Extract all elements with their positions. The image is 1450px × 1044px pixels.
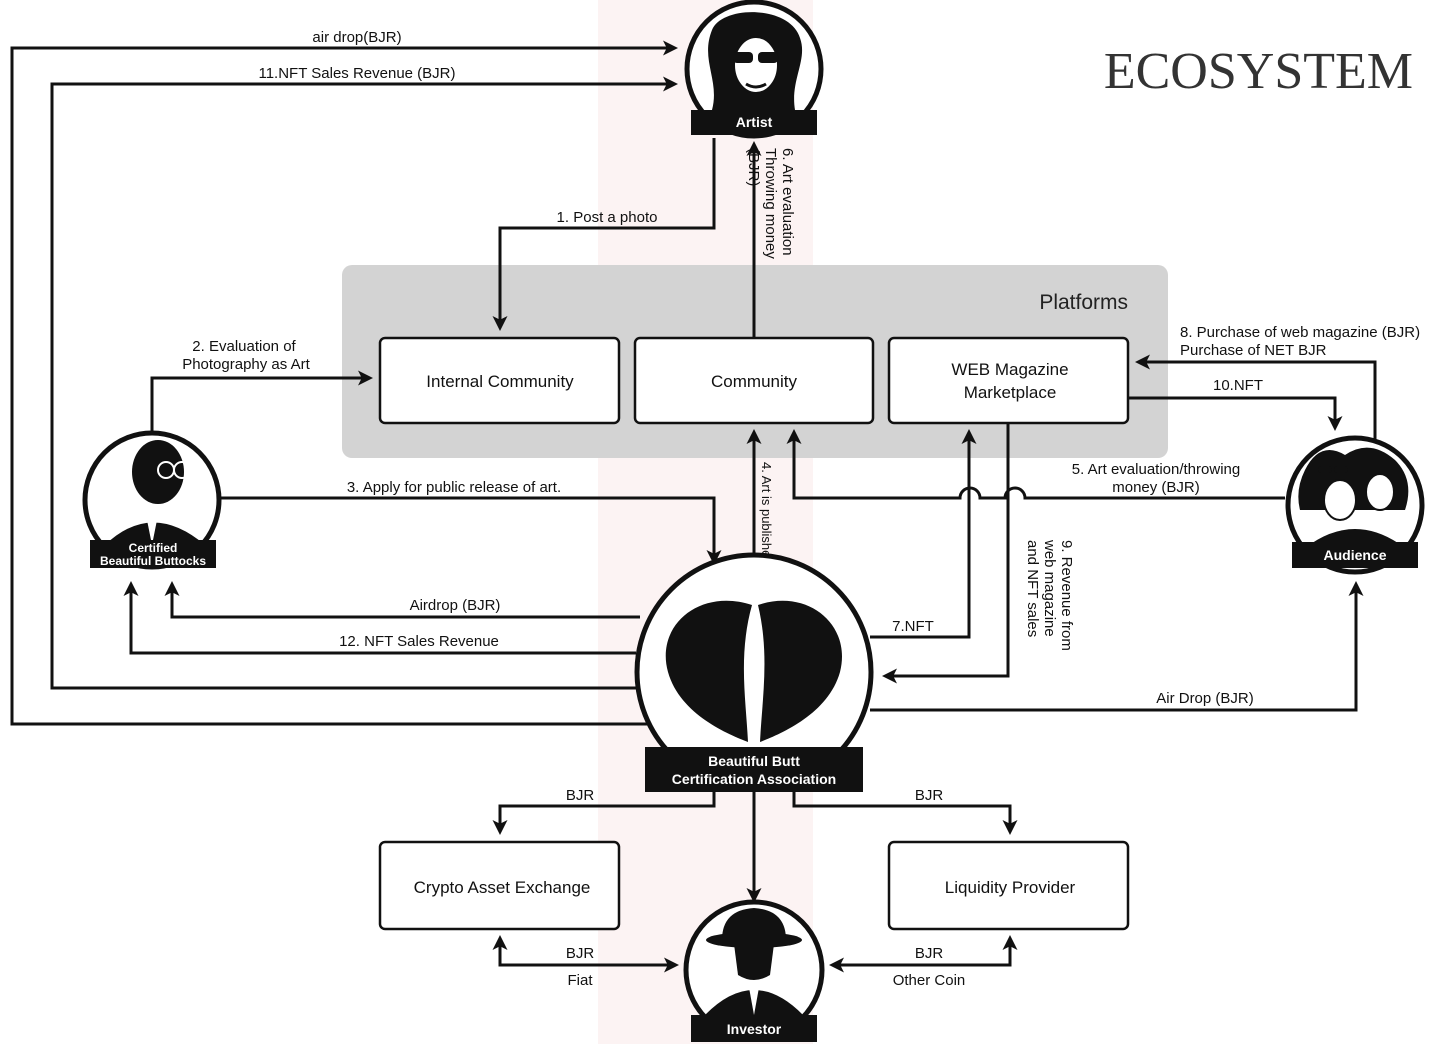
artist-tag (691, 110, 817, 135)
flow-art-eval-line3: (BJR) (745, 148, 762, 186)
certified-tag (90, 540, 216, 568)
artist-portrait-icon (708, 12, 803, 128)
certified-tag-line2: Beautiful Buttocks (100, 554, 206, 568)
investor-tag (691, 1015, 817, 1042)
association-node: Beautiful Butt Certification Association (634, 552, 874, 792)
flow-post-photo (492, 138, 716, 331)
flow-audience-community (786, 429, 1285, 500)
flow-revenue-line3: and NFT sales (1024, 540, 1041, 637)
fedora-man-icon (705, 908, 803, 1020)
flow-art-published-text: 4. Art is published (759, 462, 774, 565)
crypto-exchange-box (378, 840, 621, 931)
flow-apply-release (220, 496, 722, 565)
flow-liquidity-investor (829, 935, 1018, 973)
flow-nft-revenue-artist-label: 11.NFT Sales Revenue (BJR) (258, 65, 455, 82)
flow-apply-release-label: 3. Apply for public release of art. (347, 479, 561, 496)
liquidity-provider-box (887, 840, 1130, 931)
platforms-label: Platforms (1039, 291, 1128, 314)
certified-node: Certified Beautiful Buttocks (82, 430, 222, 570)
association-tag (645, 747, 863, 792)
butt-heart-logo-icon (665, 600, 842, 742)
flow-nft7-label: 7.NFT (892, 618, 934, 635)
flow-airdrop-artist (10, 40, 678, 726)
crypto-exchange-label: Crypto Asset Exchange (414, 878, 591, 897)
flow-airdrop-audience (870, 581, 1364, 712)
liquidity-provider-label: Liquidity Provider (945, 878, 1076, 897)
flow-nft-audience (1128, 396, 1343, 431)
flow-art-published-label: 4. Art is published (759, 462, 774, 565)
flow-audience-eval-line2: money (BJR) (1112, 479, 1200, 496)
flow-purchase-line2: Purchase of NET BJR (1180, 342, 1327, 359)
flow-revenue-line2: web magazine (1041, 539, 1058, 637)
flow-nft-revenue-artist (50, 76, 678, 690)
investor-tag-label: Investor (727, 1021, 782, 1037)
association-tag-line1: Beautiful Butt (708, 753, 800, 769)
flow-art-eval-label: 6. Art evaluation Throwing money (BJR) (745, 148, 796, 259)
flow-bjr-exchange-down (492, 792, 716, 835)
artist-tag-label: Artist (736, 114, 773, 130)
flow-art-eval-line1: 6. Art evaluation (779, 148, 796, 256)
flow-bjr-liquidity-down (792, 792, 1018, 835)
flow-eval-photography-line2: Photography as Art (182, 356, 310, 373)
investor-node: Investor (683, 899, 825, 1042)
web-magazine-label-line1: WEB Magazine (951, 360, 1068, 379)
community-label: Community (711, 372, 797, 391)
web-magazine-box (887, 336, 1130, 425)
flow-art-eval-line2: Throwing money (762, 148, 779, 259)
flow-airdrop-audience-label: Air Drop (BJR) (1156, 690, 1254, 707)
flow-nft7 (870, 429, 977, 639)
internal-community-box (378, 336, 621, 425)
flow-bjr-left-label: BJR (566, 787, 595, 804)
flow-purchase-line1: 8. Purchase of web magazine (BJR) (1180, 324, 1420, 341)
flow-bjr-liquidity-label: BJR (915, 945, 944, 962)
flow-post-photo-label: 1. Post a photo (557, 209, 658, 226)
association-tag-line2: Certification Association (672, 771, 836, 787)
flow-nft-revenue-certified (123, 581, 636, 655)
page-title: ECOSYSTEM (1104, 43, 1413, 100)
web-magazine-label-line2: Marketplace (964, 383, 1057, 402)
audience-tag-label: Audience (1323, 547, 1386, 563)
center-band (598, 0, 813, 1044)
flow-nft-revenue-certified-label: 12. NFT Sales Revenue (339, 633, 499, 650)
artist-node: Artist (684, 0, 824, 139)
flow-purchase-web-magazine (1135, 354, 1377, 440)
flow-airdrop-artist-label: air drop(BJR) (312, 29, 401, 46)
flow-fiat-label: Fiat (567, 972, 593, 989)
internal-community-label: Internal Community (426, 372, 574, 391)
flow-nft10-label: 10.NFT (1213, 377, 1263, 394)
audience-tag (1292, 542, 1418, 568)
flow-audience-eval-line1: 5. Art evaluation/throwing (1072, 461, 1240, 478)
flow-airdrop-certified-label: Airdrop (BJR) (410, 597, 501, 614)
flow-exchange-investor (492, 935, 679, 973)
certified-tag-line1: Certified (129, 541, 178, 555)
audience-group-icon (1298, 447, 1409, 548)
flow-revenue-line1: 9. Revenue from (1058, 540, 1075, 651)
flow-eval-photography (150, 370, 373, 438)
flow-revenue-web-magazine (882, 423, 1010, 684)
flow-bjr-right-label: BJR (915, 787, 944, 804)
flow-revenue-label: 9. Revenue from web magazine and NFT sal… (1024, 539, 1075, 651)
flow-airdrop-certified (164, 581, 640, 619)
flow-eval-photography-line1: 2. Evaluation of (192, 338, 296, 355)
flow-bjr-exchange-label: BJR (566, 945, 595, 962)
audience-node: Audience (1285, 435, 1425, 575)
flow-other-coin-label: Other Coin (893, 972, 966, 989)
